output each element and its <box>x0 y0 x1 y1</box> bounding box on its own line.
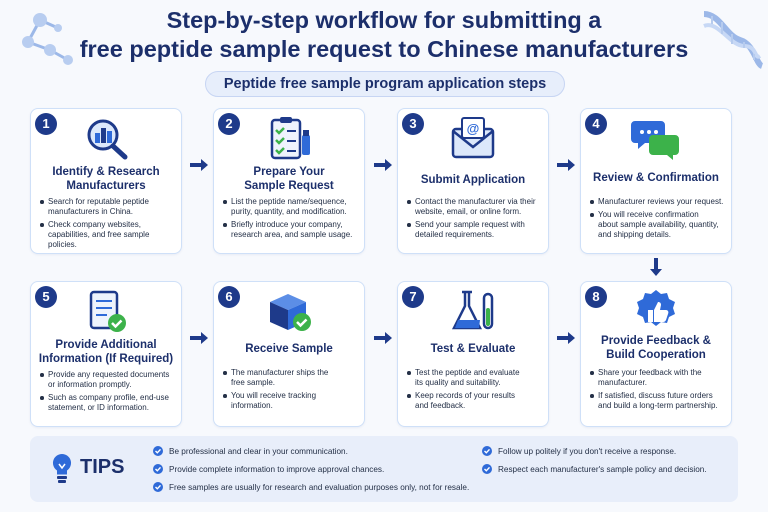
step-description: Manufacturer reviews your request. You w… <box>589 197 725 243</box>
section-subtitle: Peptide free sample program application … <box>205 71 565 97</box>
arrow-right-icon <box>190 332 208 344</box>
svg-text:@: @ <box>467 121 480 136</box>
magnifier-buildings-icon <box>87 119 128 160</box>
arrow-right-icon <box>557 332 575 344</box>
document-check-icon <box>89 290 126 332</box>
step-card-4: 4 Review & Confirmation Manufacturer rev… <box>580 108 732 254</box>
tip-item: Provide complete information to improve … <box>153 463 384 475</box>
title-line-2: free peptide sample request to Chinese m… <box>79 36 689 62</box>
thumbs-up-badge-icon <box>637 290 675 326</box>
step-title: Receive Sample <box>245 343 333 355</box>
chat-bubbles-icon <box>631 121 679 160</box>
tip-item: Be professional and clear in your commun… <box>153 445 348 457</box>
arrow-right-icon <box>557 159 575 171</box>
step-card-7: 7 Test & Evaluate Test the peptide and e… <box>397 281 549 427</box>
page-title: Step-by-step workflow for submitting a f… <box>0 6 768 64</box>
arrow-right-icon <box>374 159 392 171</box>
step-title: Provide Feedback &Build Cooperation <box>601 335 711 361</box>
step-title: Test & Evaluate <box>430 343 516 355</box>
step-number-badge: 5 <box>35 286 57 308</box>
step-card-3: 3 @ Submit Application Contact the manuf… <box>397 108 549 254</box>
tip-item: Free samples are usually for research an… <box>153 481 469 493</box>
step-number-badge: 7 <box>402 286 424 308</box>
step-card-8: 8 Provide Feedback &Build Cooperation Sh… <box>580 281 732 427</box>
tips-label: TIPS <box>80 456 125 478</box>
email-envelope-icon: @ <box>451 117 495 159</box>
dna-helix-icon <box>703 11 764 69</box>
step-description: List the peptide name/sequence,purity, q… <box>222 197 358 243</box>
step-number-badge: 2 <box>218 113 240 135</box>
arrow-right-icon <box>374 332 392 344</box>
lightbulb-icon <box>52 453 72 483</box>
arrow-right-icon <box>190 159 208 171</box>
step-title: Submit Application <box>420 174 526 186</box>
step-number-badge: 3 <box>402 113 424 135</box>
step-number-badge: 8 <box>585 286 607 308</box>
check-circle-icon <box>153 481 163 492</box>
check-circle-icon <box>153 445 163 456</box>
check-circle-icon <box>482 445 492 456</box>
check-circle-icon <box>482 463 492 474</box>
step-number-badge: 1 <box>35 113 57 135</box>
arrow-down-icon <box>650 258 662 276</box>
step-card-6: 6 Receive Sample The manufacturer ships … <box>213 281 365 427</box>
lab-flask-icon <box>451 290 494 330</box>
tip-item: Respect each manufacturer's sample polic… <box>482 463 707 475</box>
tip-item: Follow up politely if you don't receive … <box>482 445 676 457</box>
step-number-badge: 6 <box>218 286 240 308</box>
molecule-icon <box>22 13 73 65</box>
checklist-clipboard-icon <box>270 117 310 160</box>
tips-panel: TIPS Be professional and clear in your c… <box>30 436 738 502</box>
check-circle-icon <box>153 463 163 474</box>
step-number-badge: 4 <box>585 113 607 135</box>
title-line-1: Step-by-step workflow for submitting a <box>166 7 602 33</box>
package-check-icon <box>270 294 311 331</box>
step-title: Review & Confirmation <box>593 172 719 184</box>
